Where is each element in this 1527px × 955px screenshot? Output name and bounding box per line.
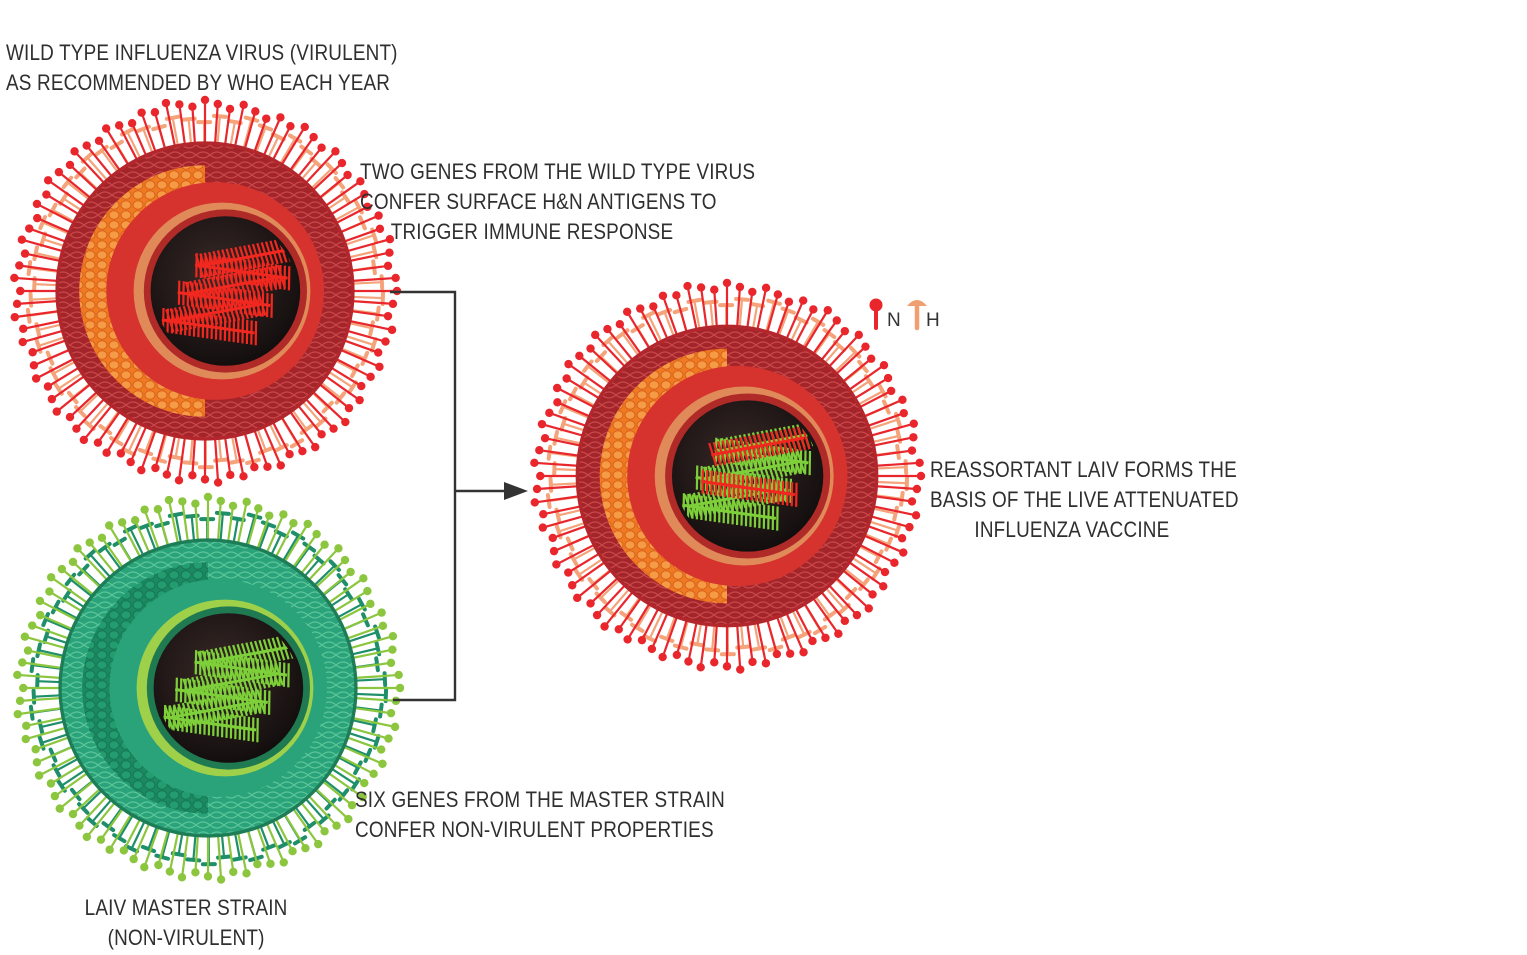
connector-lines	[390, 290, 512, 702]
wild-type-caption: WILD TYPE INFLUENZA VIRUS (VIRULENT) AS …	[6, 40, 398, 95]
legend-h-label: H	[926, 310, 940, 331]
legend-h-icon	[907, 300, 927, 331]
reassortant-laiv-virus	[530, 278, 926, 674]
legend-n-label: N	[887, 310, 901, 331]
laiv-master-strain-virus	[13, 492, 405, 884]
six-genes-caption: SIX GENES FROM THE MASTER STRAIN CONFER …	[355, 787, 725, 842]
legend-n-icon	[869, 298, 883, 330]
arrow-head-icon	[504, 482, 528, 500]
two-genes-caption: TWO GENES FROM THE WILD TYPE VIRUS CONFE…	[360, 159, 756, 244]
master-strain-caption: LAIV MASTER STRAIN (NON-VIRULENT)	[84, 895, 288, 950]
connector-from-wild	[390, 290, 457, 702]
reassortant-caption: REASSORTANT LAIV FORMS THE BASIS OF THE …	[930, 457, 1239, 542]
wild-type-virus	[10, 95, 402, 487]
